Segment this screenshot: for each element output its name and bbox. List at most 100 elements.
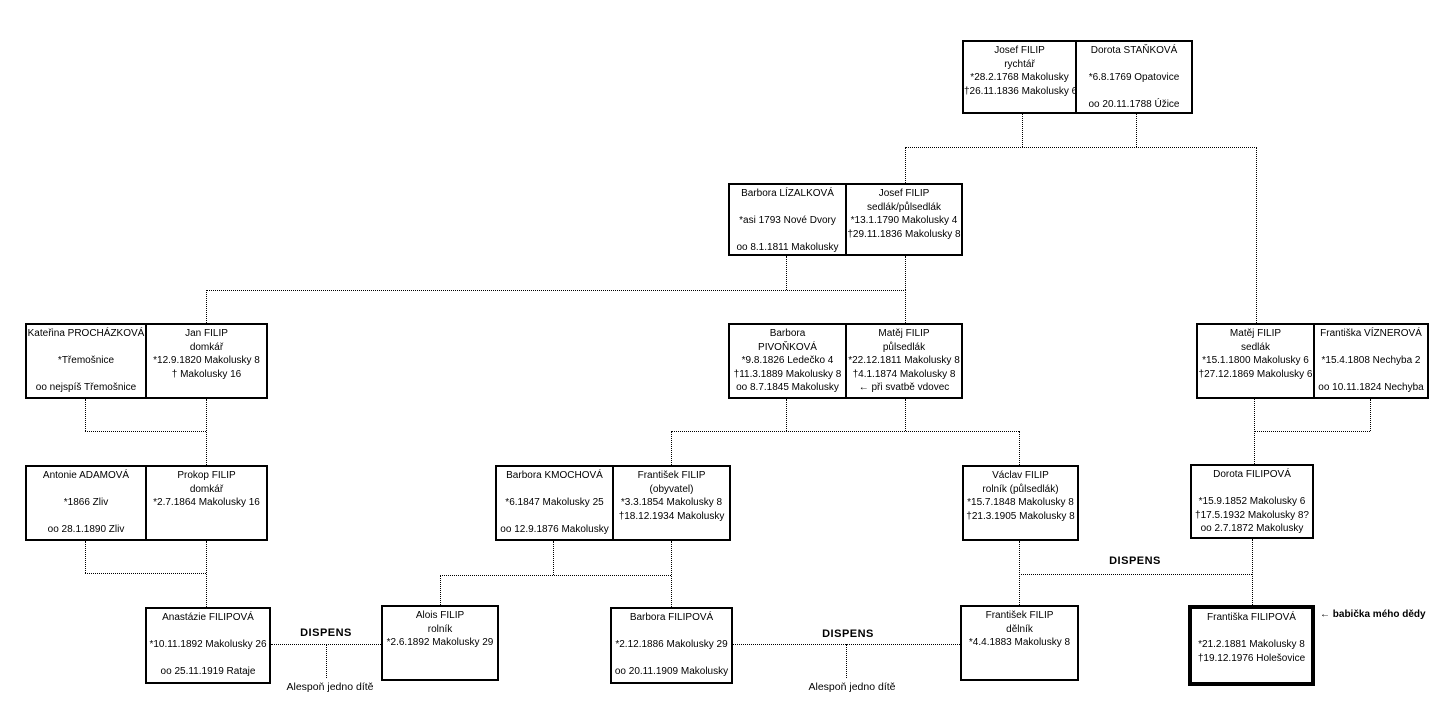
connector-line	[671, 431, 1019, 432]
person-death	[1077, 85, 1191, 99]
person-occupation	[1192, 625, 1311, 639]
person-box-barbora-pivonkova: Barbora PIVOŇKOVÁ *9.8.1826 Ledečko 4 †1…	[728, 323, 847, 399]
person-name: Františka FILIPOVÁ	[1207, 612, 1296, 623]
person-death: †19.12.1976 Holešovice	[1197, 652, 1306, 664]
person-name: PIVOŇKOVÁ	[758, 341, 817, 353]
person-name: Josef FILIP	[878, 188, 930, 199]
person-birth: *1866 Zliv	[63, 497, 109, 509]
person-marriage	[383, 663, 497, 677]
person-occupation: sedlák/půlsedlák	[867, 201, 941, 213]
person-birth: *13.1.1790 Makolusky 4	[850, 215, 958, 227]
person-occupation: rychtář	[1004, 58, 1035, 70]
person-box-vaclav-filip: Václav FILIP rolník (půlsedlák) *15.7.18…	[962, 465, 1079, 541]
connector-line	[1252, 539, 1253, 605]
person-occupation	[147, 625, 269, 639]
person-birth: *3.3.1854 Makolusky 8	[620, 497, 723, 509]
connector-line	[206, 290, 207, 323]
person-marriage	[962, 663, 1077, 677]
connector-line	[1136, 114, 1137, 147]
person-death	[962, 650, 1077, 664]
person-death	[730, 228, 845, 242]
dispens-line	[731, 644, 960, 645]
person-marriage	[1198, 381, 1313, 395]
person-name: Matěj FILIP	[878, 328, 930, 339]
connector-line	[553, 541, 554, 575]
person-occupation: dělník	[1006, 623, 1033, 635]
dispens-label: DISPENS	[819, 628, 877, 640]
child-note: Alespoň jedno dítě	[808, 681, 896, 693]
connector-line	[440, 575, 671, 576]
person-death	[1315, 368, 1427, 382]
person-occupation	[27, 483, 145, 497]
connector-line	[1254, 431, 1370, 432]
person-box-josef-filip-1768: Josef FILIP rychtář *28.2.1768 Makolusky…	[962, 40, 1077, 114]
person-birth: *22.12.1811 Makolusky 8	[848, 355, 960, 367]
person-box-barbora-lizalkova: Barbora LÍZALKOVÁ *asi 1793 Nové Dvory o…	[728, 183, 847, 256]
person-marriage: oo nejspíš Třemošnice	[35, 382, 137, 394]
person-marriage	[147, 523, 266, 537]
person-birth: *2.12.1886 Makolusky 29	[615, 639, 728, 651]
connector-line	[326, 644, 327, 678]
connector-line	[905, 147, 1257, 148]
person-occupation	[1315, 341, 1427, 355]
person-occupation: půlsedlák	[882, 341, 926, 353]
person-marriage: oo 8.1.1811 Makolusky	[736, 242, 839, 254]
connector-line	[671, 431, 672, 465]
person-birth: *15.4.1808 Nechyba 2	[1321, 355, 1421, 367]
connector-line	[1254, 399, 1255, 464]
person-box-matej-filip-1800: Matěj FILIP sedlák *15.1.1800 Makolusky …	[1196, 323, 1315, 399]
person-occupation: (obyvatel)	[649, 483, 694, 495]
person-death: †27.12.1869 Makolusky 6	[1198, 368, 1313, 380]
person-death: †21.3.1905 Makolusky 8	[966, 510, 1075, 522]
person-death	[147, 652, 269, 666]
person-marriage: oo 20.11.1788 Úžice	[1088, 99, 1180, 111]
person-death: †11.3.1889 Makolusky 8	[733, 368, 842, 380]
person-box-frantiska-viznerova: Františka VÍZNEROVÁ *15.4.1808 Nechyba 2…	[1313, 323, 1429, 399]
person-box-alois-filip: Alois FILIP rolník *2.6.1892 Makolusky 2…	[381, 605, 499, 681]
person-occupation: sedlák	[1241, 341, 1270, 353]
connector-line	[905, 147, 906, 183]
person-birth: *2.6.1892 Makolusky 29	[386, 637, 494, 649]
person-birth: *2.7.1864 Makolusky 16	[153, 497, 260, 509]
person-marriage: oo 2.7.1872 Makolusky	[1200, 523, 1304, 535]
person-name: Barbora	[769, 328, 806, 339]
person-birth: *28.2.1768 Makolusky	[970, 72, 1069, 84]
person-name: František FILIP	[985, 610, 1054, 621]
person-name: Antonie ADAMOVÁ	[42, 470, 130, 481]
person-name: Dorota STAŇKOVÁ	[1090, 45, 1178, 56]
connector-line	[85, 541, 86, 573]
connector-line	[1019, 431, 1020, 465]
person-occupation	[730, 201, 845, 215]
person-note: ← při svatbě vdovec	[858, 382, 950, 394]
person-birth: *4.4.1883 Makolusky 8	[968, 637, 1071, 649]
person-box-dorota-filipova: Dorota FILIPOVÁ *15.9.1852 Makolusky 6 †…	[1190, 464, 1314, 539]
person-death: †17.5.1932 Makolusky 8?	[1195, 509, 1309, 521]
person-birth: *asi 1793 Nové Dvory	[739, 215, 836, 227]
person-name: Kateřina PROCHÁZKOVÁ	[27, 328, 145, 339]
person-box-barbora-kmochova: Barbora KMOCHOVÁ *6.1847 Makolusky 25 oo…	[495, 465, 614, 541]
person-birth: *15.1.1800 Makolusky 6	[1202, 355, 1309, 367]
person-name: František FILIP	[637, 470, 706, 481]
connector-line	[846, 644, 847, 678]
person-box-barbora-filipova: Barbora FILIPOVÁ *2.12.1886 Makolusky 29…	[610, 607, 733, 684]
connector-line	[905, 256, 906, 290]
connector-line	[85, 573, 206, 574]
person-death	[27, 368, 145, 382]
person-name: Dorota FILIPOVÁ	[1213, 469, 1291, 480]
person-birth: *9.8.1826 Ledečko 4	[741, 355, 834, 367]
person-marriage	[614, 523, 729, 537]
person-occupation	[1192, 482, 1312, 496]
person-name: Josef FILIP	[994, 45, 1045, 56]
person-death: †4.1.1874 Makolusky 8	[852, 368, 956, 380]
connector-line	[905, 399, 906, 431]
connector-line	[440, 575, 441, 605]
connector-line	[671, 541, 672, 607]
person-box-frantisek-filip-1854: František FILIP (obyvatel) *3.3.1854 Mak…	[612, 465, 731, 541]
dispens-label: DISPENS	[1106, 555, 1164, 567]
person-box-frantisek-filip-1883: František FILIP dělník *4.4.1883 Makolus…	[960, 605, 1079, 681]
person-occupation: domkář	[189, 483, 224, 495]
person-marriage	[847, 241, 961, 255]
person-name: Matěj FILIP	[1229, 328, 1282, 339]
person-marriage	[964, 523, 1077, 537]
person-occupation: domkář	[189, 341, 224, 353]
